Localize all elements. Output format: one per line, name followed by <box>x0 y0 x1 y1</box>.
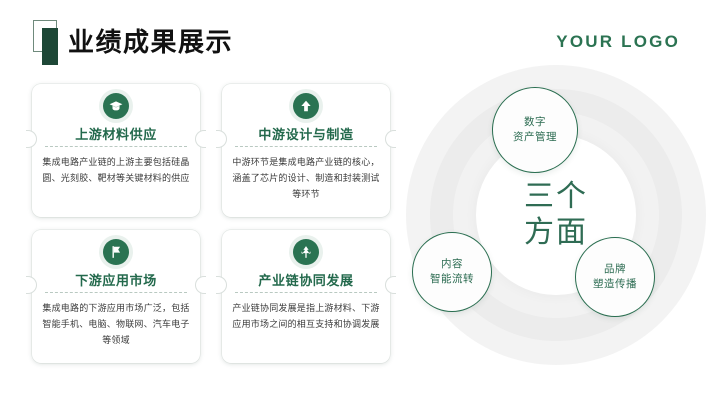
three-aspects-diagram: 三个 方面 数字 资产管理 内容 智能流转 品牌 塑造传播 <box>396 50 716 380</box>
card-title: 中游设计与制造 <box>258 127 354 142</box>
node-label-line1: 品牌 <box>604 264 626 275</box>
card-midstream-design-manufacturing[interactable]: 中游设计与制造 中游环节是集成电路产业链的核心，涵盖了芯片的设计、制造和封装测试… <box>216 84 396 217</box>
diagram-node-brand-building-communication[interactable]: 品牌 塑造传播 <box>575 237 655 317</box>
card-body-text: 产业链协同发展是指上游材料、下游应用市场之间的相互支持和协调发展 <box>232 303 380 329</box>
title-mark-fill <box>42 28 58 65</box>
logo-text: YOUR LOGO <box>556 32 680 51</box>
card-divider <box>235 146 377 147</box>
diagram-center-label: 三个 方面 <box>491 179 621 251</box>
node-label-line1: 数字 <box>524 117 546 128</box>
node-label-line2: 智能流转 <box>430 274 474 285</box>
card-body-text: 中游环节是集成电路产业链的核心，涵盖了芯片的设计、制造和封装测试等环节 <box>232 157 380 199</box>
card-title: 上游材料供应 <box>75 127 157 142</box>
diagram-node-content-smart-flow[interactable]: 内容 智能流转 <box>412 232 492 312</box>
card-notch-right <box>195 130 206 148</box>
card-notch-right <box>385 276 396 294</box>
flag-icon <box>103 239 129 265</box>
card-title: 产业链协同发展 <box>258 273 354 288</box>
slide-header: 业绩成果展示 YOUR LOGO <box>0 0 720 78</box>
page-title: 业绩成果展示 <box>68 28 234 57</box>
card-divider <box>45 146 187 147</box>
card-industry-chain-collaboration[interactable]: 产业链协同发展 产业链协同发展是指上游材料、下游应用市场之间的相互支持和协调发展 <box>216 230 396 363</box>
node-label-line2: 资产管理 <box>513 132 557 143</box>
center-label-line2: 方面 <box>524 216 588 249</box>
card-title: 下游应用市场 <box>75 273 157 288</box>
card-divider <box>45 292 187 293</box>
card-body-text: 集成电路产业链的上游主要包括硅晶圆、光刻胶、靶材等关键材料的供应 <box>42 157 190 183</box>
graduation-cap-icon <box>103 93 129 119</box>
title-decoration-mark <box>33 20 73 66</box>
tree-icon <box>293 239 319 265</box>
card-downstream-application-market[interactable]: 下游应用市场 集成电路的下游应用市场广泛，包括智能手机、电脑、物联网、汽车电子等… <box>26 230 206 363</box>
card-grid: 上游材料供应 集成电路产业链的上游主要包括硅晶圆、光刻胶、靶材等关键材料的供应 … <box>26 84 396 370</box>
center-label-line1: 三个 <box>524 180 588 213</box>
card-notch-right <box>195 276 206 294</box>
node-label-line2: 塑造传播 <box>593 279 637 290</box>
diagram-node-digital-asset-management[interactable]: 数字 资产管理 <box>492 87 578 173</box>
arrow-up-icon <box>293 93 319 119</box>
node-label-line1: 内容 <box>441 259 463 270</box>
card-notch-right <box>385 130 396 148</box>
card-upstream-materials[interactable]: 上游材料供应 集成电路产业链的上游主要包括硅晶圆、光刻胶、靶材等关键材料的供应 <box>26 84 206 217</box>
card-body-text: 集成电路的下游应用市场广泛，包括智能手机、电脑、物联网、汽车电子等领域 <box>42 303 190 345</box>
card-divider <box>235 292 377 293</box>
